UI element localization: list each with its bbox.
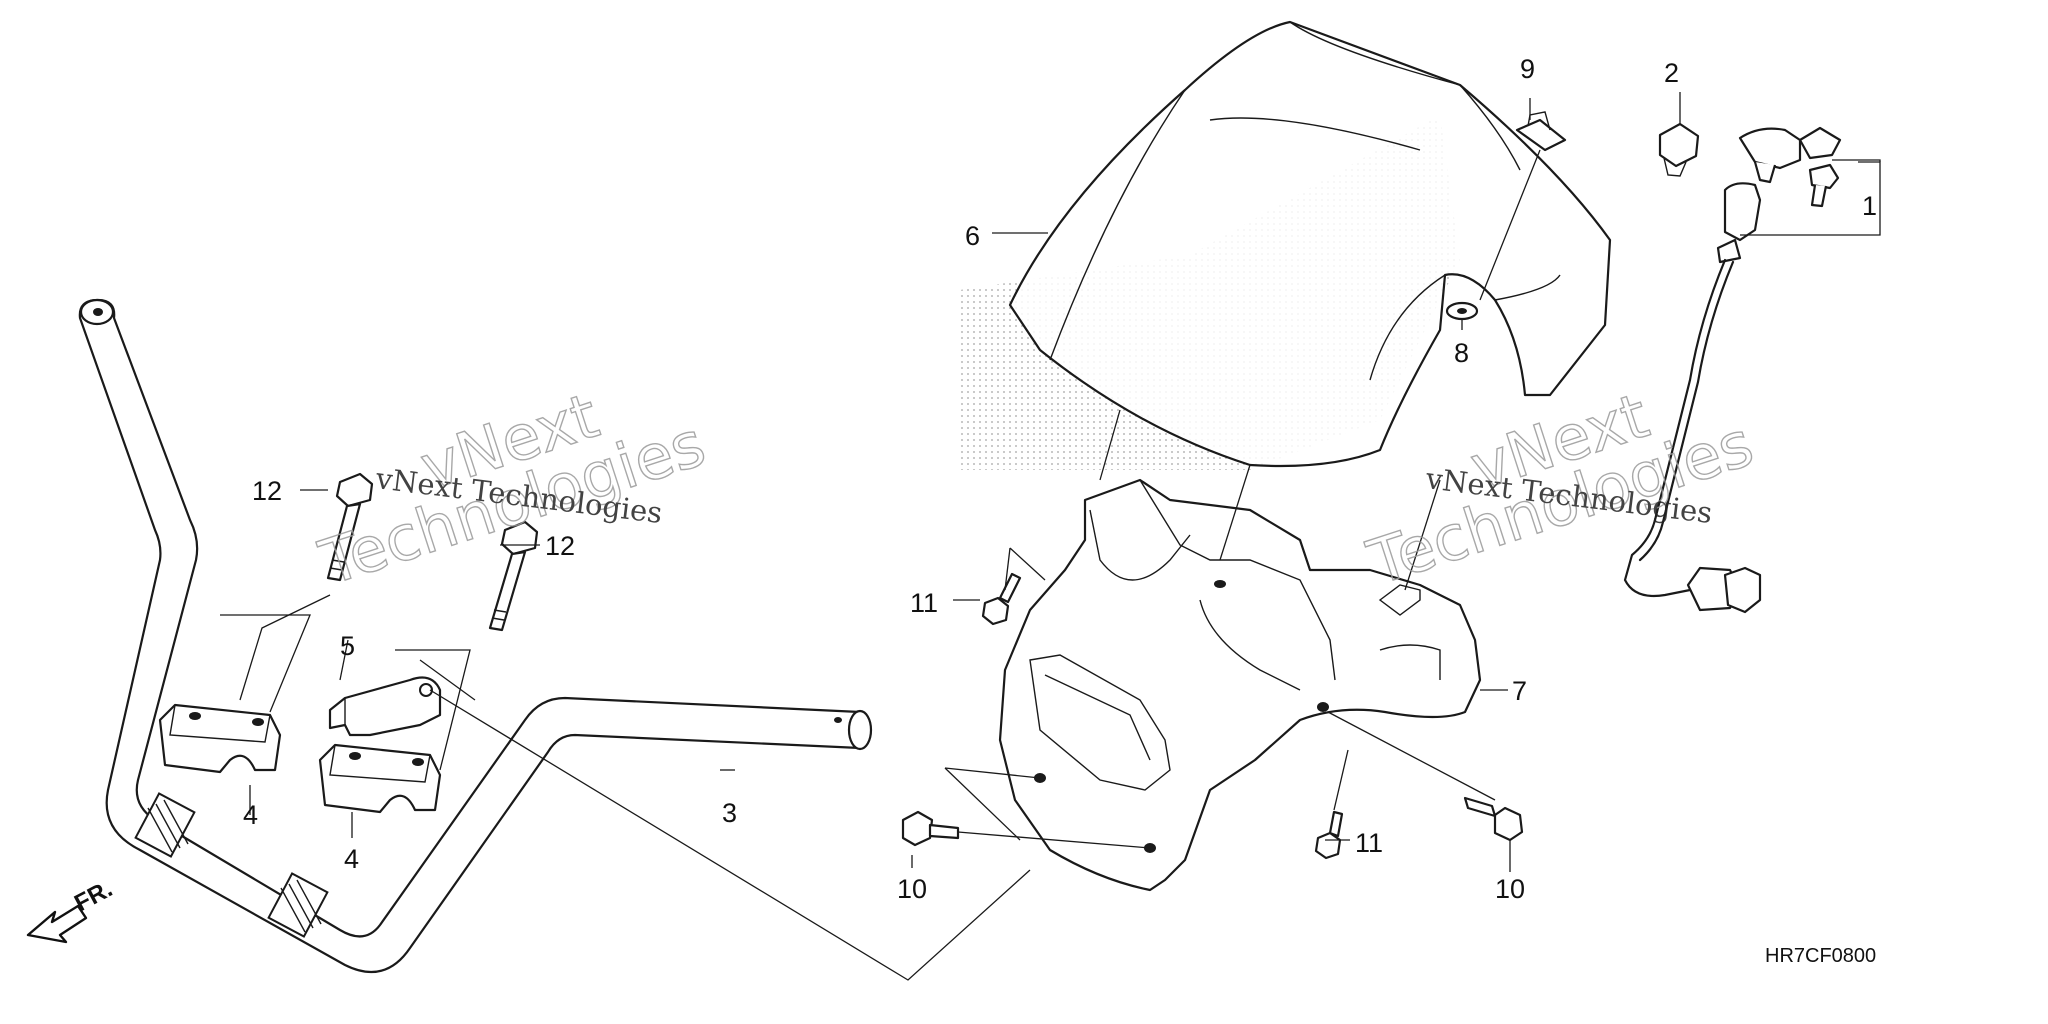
grommet-part xyxy=(1445,301,1479,321)
callout-9: 9 xyxy=(1520,54,1535,84)
callout-11-left: 11 xyxy=(910,588,938,618)
screw-11-left xyxy=(981,572,1022,626)
callout-2: 2 xyxy=(1664,58,1679,88)
callout-10-left: 10 xyxy=(897,874,927,904)
callout-8: 8 xyxy=(1454,338,1469,368)
bracket-part xyxy=(328,676,442,737)
callout-1: 1 xyxy=(1862,191,1877,221)
windshield-part xyxy=(1008,20,1612,468)
grip-knurl-left xyxy=(134,792,196,858)
holder-upper-right xyxy=(318,743,442,814)
callout-3: 3 xyxy=(722,798,737,828)
leader-lines xyxy=(220,92,1881,981)
screw-10-left xyxy=(901,810,960,847)
watermark-right: vNext Technologies vNext Technologies xyxy=(1358,378,1762,600)
callout-6: 6 xyxy=(965,221,980,251)
callout-10-right: 10 xyxy=(1495,874,1525,904)
callout-12-right: 12 xyxy=(545,531,575,561)
callout-12-left: 12 xyxy=(252,476,282,506)
clip-part xyxy=(1515,111,1567,152)
holder-upper-left xyxy=(158,703,282,774)
handlebar-part xyxy=(78,298,873,973)
callout-4-left: 4 xyxy=(243,800,258,830)
callout-11-right: 11 xyxy=(1355,828,1383,858)
screw-10-right xyxy=(1463,796,1524,842)
catalog-code: HR7CF0800 xyxy=(1765,945,1876,967)
nut-2-part xyxy=(1658,122,1700,177)
bolt-12-right xyxy=(488,520,539,632)
callout-5: 5 xyxy=(340,631,355,661)
callout-7: 7 xyxy=(1512,676,1527,706)
callout-4-right: 4 xyxy=(344,844,359,874)
grip-knurl-right xyxy=(267,872,329,938)
ignition-switch-part xyxy=(1623,126,1842,614)
front-arrow-icon xyxy=(26,904,88,944)
screw-11-right xyxy=(1314,810,1344,860)
bolt-12-left xyxy=(326,472,374,582)
